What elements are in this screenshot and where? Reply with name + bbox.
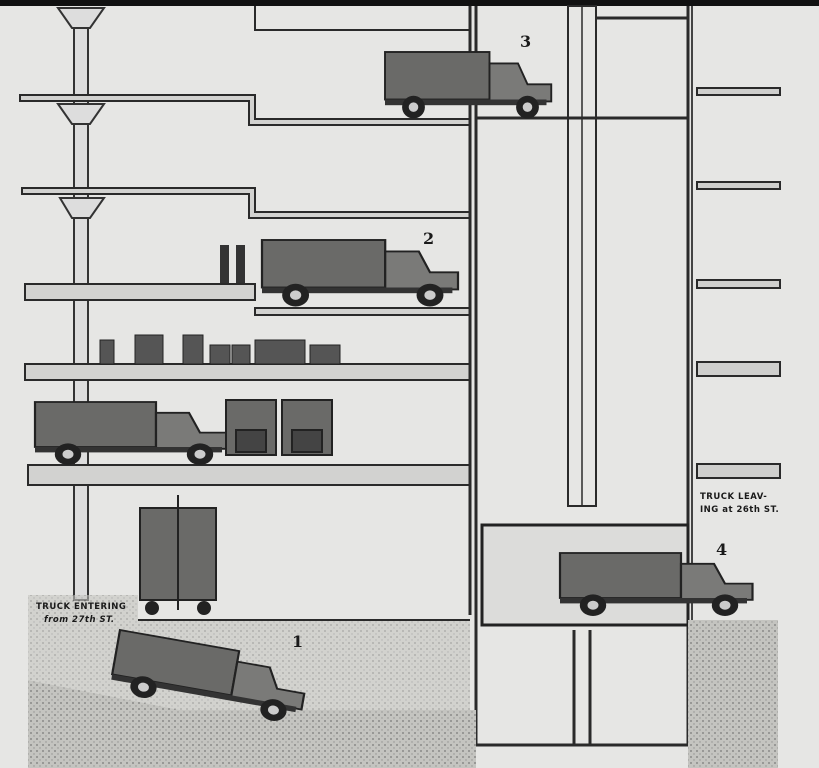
caption-line: from 27th ST. xyxy=(44,615,115,625)
cargo-boxes xyxy=(99,334,341,365)
step-2-label: 2 xyxy=(423,229,435,248)
step-3-label: 3 xyxy=(520,32,532,51)
right-ledges xyxy=(696,87,781,479)
truck-entering-caption: TRUCK ENTERING from 27th ST. xyxy=(36,601,126,627)
truck-leaving-caption: TRUCK LEAV- ING at 26th ST. xyxy=(700,491,779,517)
caption-line: TRUCK ENTERING xyxy=(36,602,127,612)
caption-line: ING at 26th ST. xyxy=(700,505,780,515)
truck-2 xyxy=(260,238,460,308)
step-4-label: 4 xyxy=(716,540,728,559)
front-view-trucks xyxy=(225,399,333,456)
top-border xyxy=(0,0,819,6)
ground-ramp xyxy=(28,680,476,768)
boxcar xyxy=(139,495,217,615)
step-1-label: 1 xyxy=(292,632,304,651)
ground-right xyxy=(688,620,778,768)
workers xyxy=(220,245,245,283)
truck-3 xyxy=(384,51,553,120)
elevator-shaft xyxy=(468,5,690,747)
truck-parked xyxy=(33,400,229,467)
caption-line: TRUCK LEAV- xyxy=(700,492,768,502)
